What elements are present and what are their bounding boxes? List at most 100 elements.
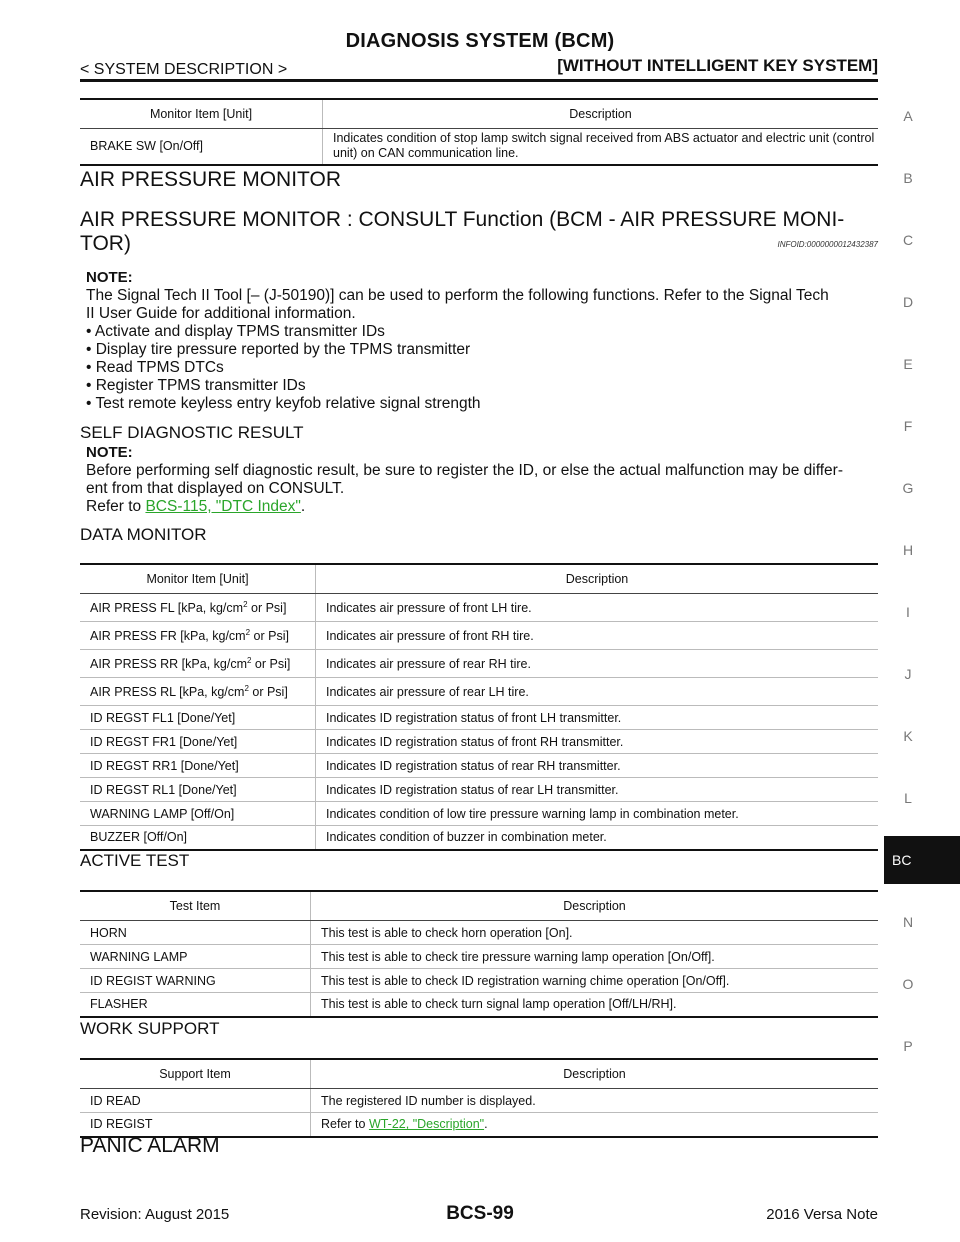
side-index-letter-c[interactable]: C bbox=[902, 232, 914, 248]
subsection-title-data-monitor: DATA MONITOR bbox=[80, 525, 207, 544]
refer-line: Refer to BCS-115, "DTC Index". bbox=[86, 498, 306, 515]
info-id: INFOID:0000000012432387 bbox=[777, 240, 878, 249]
table-row: WARNING LAMP [Off/On] Indicates conditio… bbox=[80, 801, 878, 826]
header-variant-label: [WITHOUT INTELLIGENT KEY SYSTEM] bbox=[557, 56, 878, 75]
table-cell-item: ID REGIST WARNING bbox=[80, 968, 311, 993]
side-index-letter-n[interactable]: N bbox=[902, 914, 914, 930]
side-index-tab-bc[interactable]: BC bbox=[884, 836, 960, 884]
table-cell-description: Indicates condition of low tire pressure… bbox=[315, 801, 878, 826]
table-cell-description: Indicates condition of buzzer in combina… bbox=[315, 825, 878, 851]
header-section-label: < SYSTEM DESCRIPTION > bbox=[80, 61, 288, 78]
top-monitor-table: Monitor Item [Unit] Description BRAKE SW… bbox=[80, 98, 878, 166]
table-cell-description: Indicates ID registration status of rear… bbox=[315, 753, 878, 778]
side-index-letter-l[interactable]: L bbox=[904, 790, 912, 806]
table-row: AIR PRESS RR [kPa, kg/cm2 or Psi] Indica… bbox=[80, 649, 878, 678]
col-header-description: Description bbox=[322, 98, 878, 129]
note-text-line2: II User Guide for additional information… bbox=[86, 305, 356, 322]
table-cell-item: ID REGIST bbox=[80, 1112, 311, 1138]
table-row: AIR PRESS FL [kPa, kg/cm2 or Psi] Indica… bbox=[80, 593, 878, 622]
work-support-table: Support Item Description ID READ The reg… bbox=[80, 1058, 878, 1138]
table-row: FLASHER This test is able to check turn … bbox=[80, 992, 878, 1018]
table-row: ID REGST RR1 [Done/Yet] Indicates ID reg… bbox=[80, 753, 878, 778]
table-cell-description: This test is able to check turn signal l… bbox=[310, 992, 878, 1018]
table-cell-description: Refer to WT-22, "Description". bbox=[310, 1112, 878, 1138]
list-item: • Read TPMS DTCs bbox=[86, 359, 224, 376]
section-title-air-pressure-monitor: AIR PRESSURE MONITOR bbox=[80, 168, 341, 191]
header-rule bbox=[80, 79, 878, 82]
subsection-title-active-test: ACTIVE TEST bbox=[80, 851, 190, 870]
table-cell-item: ID REGST FL1 [Done/Yet] bbox=[80, 705, 316, 730]
table-row: WARNING LAMP This test is able to check … bbox=[80, 944, 878, 969]
table-row: ID REGST FL1 [Done/Yet] Indicates ID reg… bbox=[80, 705, 878, 730]
side-index-letter-p[interactable]: P bbox=[903, 1038, 913, 1054]
note-bullet-list: • Activate and display TPMS transmitter … bbox=[86, 323, 481, 413]
table-cell-description: Indicates air pressure of front RH tire. bbox=[315, 621, 878, 650]
table-cell-description: Indicates air pressure of front LH tire. bbox=[315, 593, 878, 622]
note-label: NOTE: bbox=[86, 444, 133, 461]
side-index-letter-b[interactable]: B bbox=[903, 170, 913, 186]
table-cell-item: ID REGST FR1 [Done/Yet] bbox=[80, 729, 316, 754]
side-index-letter-k[interactable]: K bbox=[903, 728, 913, 744]
table-cell-description: This test is able to check tire pressure… bbox=[310, 944, 878, 969]
table-cell-description: The registered ID number is displayed. bbox=[310, 1088, 878, 1113]
side-index-letter-g[interactable]: G bbox=[902, 480, 914, 496]
side-index-letter-e[interactable]: E bbox=[903, 356, 913, 372]
table-cell-item: ID REGST RL1 [Done/Yet] bbox=[80, 777, 316, 802]
data-monitor-table: Monitor Item [Unit] Description AIR PRES… bbox=[80, 563, 878, 851]
table-cell-description: Indicates ID registration status of fron… bbox=[315, 705, 878, 730]
table-row: ID REGIST WARNING This test is able to c… bbox=[80, 968, 878, 993]
section-title-panic-alarm: PANIC ALARM bbox=[80, 1134, 220, 1157]
list-item: • Register TPMS transmitter IDs bbox=[86, 377, 306, 394]
col-header-description: Description bbox=[310, 1058, 878, 1089]
table-cell-description: Indicates air pressure of rear RH tire. bbox=[315, 649, 878, 678]
col-header-monitor-item: Monitor Item [Unit] bbox=[80, 98, 323, 129]
table-row: HORN This test is able to check horn ope… bbox=[80, 920, 878, 945]
side-index-letter-h[interactable]: H bbox=[902, 542, 914, 558]
table-cell-item: HORN bbox=[80, 920, 311, 945]
table-cell-item: ID READ bbox=[80, 1088, 311, 1113]
col-header-support-item: Support Item bbox=[80, 1058, 311, 1089]
table-cell-description: Indicates ID registration status of rear… bbox=[315, 777, 878, 802]
footer-revision: Revision: August 2015 bbox=[80, 1206, 230, 1223]
col-header-test-item: Test Item bbox=[80, 890, 311, 921]
wt-22-description-link[interactable]: WT-22, "Description" bbox=[368, 1117, 485, 1132]
table-cell-description: Indicates ID registration status of fron… bbox=[315, 729, 878, 754]
table-cell-item: BUZZER [Off/On] bbox=[80, 825, 316, 851]
section-title-consult-function-cont: TOR) bbox=[80, 232, 131, 255]
footer-model: 2016 Versa Note bbox=[766, 1206, 878, 1223]
list-item: • Activate and display TPMS transmitter … bbox=[86, 323, 385, 340]
side-index-letter-f[interactable]: F bbox=[903, 418, 913, 434]
list-item: • Test remote keyless entry keyfob relat… bbox=[86, 395, 481, 412]
dtc-index-link[interactable]: BCS-115, "DTC Index" bbox=[145, 498, 301, 515]
col-header-description: Description bbox=[315, 563, 878, 594]
note-text-line2: ent from that displayed on CONSULT. bbox=[86, 480, 345, 497]
table-cell-item: FLASHER bbox=[80, 992, 311, 1018]
footer-page-number: BCS-99 bbox=[446, 1203, 514, 1224]
side-index-letter-i[interactable]: I bbox=[906, 604, 910, 620]
table-cell-item: AIR PRESS FL [kPa, kg/cm2 or Psi] bbox=[80, 593, 316, 622]
table-row: ID REGIST Refer to WT-22, "Description". bbox=[80, 1112, 878, 1138]
table-cell-item: AIR PRESS RR [kPa, kg/cm2 or Psi] bbox=[80, 649, 316, 678]
active-test-table: Test Item Description HORN This test is … bbox=[80, 890, 878, 1018]
table-cell-item: WARNING LAMP bbox=[80, 944, 311, 969]
page-title: DIAGNOSIS SYSTEM (BCM) bbox=[345, 30, 615, 52]
table-cell-item: ID REGST RR1 [Done/Yet] bbox=[80, 753, 316, 778]
side-index-letter-j[interactable]: J bbox=[904, 666, 912, 682]
table-row: ID REGST RL1 [Done/Yet] Indicates ID reg… bbox=[80, 777, 878, 802]
section-title-consult-function: AIR PRESSURE MONITOR : CONSULT Function … bbox=[80, 208, 845, 231]
table-row: BUZZER [Off/On] Indicates condition of b… bbox=[80, 825, 878, 851]
table-cell-description: This test is able to check horn operatio… bbox=[310, 920, 878, 945]
table-cell-description: Indicates condition of stop lamp switch … bbox=[322, 128, 878, 166]
table-row: ID REGST FR1 [Done/Yet] Indicates ID reg… bbox=[80, 729, 878, 754]
table-row: ID READ The registered ID number is disp… bbox=[80, 1088, 878, 1113]
table-cell-item: AIR PRESS FR [kPa, kg/cm2 or Psi] bbox=[80, 621, 316, 650]
note-label: NOTE: bbox=[86, 269, 133, 286]
table-cell-item: BRAKE SW [On/Off] bbox=[80, 128, 323, 166]
col-header-monitor-item: Monitor Item [Unit] bbox=[80, 563, 316, 594]
side-index-letter-o[interactable]: O bbox=[902, 976, 914, 992]
table-row: AIR PRESS FR [kPa, kg/cm2 or Psi] Indica… bbox=[80, 621, 878, 650]
side-index-letter-d[interactable]: D bbox=[902, 294, 914, 310]
side-index-letter-a[interactable]: A bbox=[903, 108, 913, 124]
table-cell-description: Indicates air pressure of rear LH tire. bbox=[315, 677, 878, 706]
table-cell-item: AIR PRESS RL [kPa, kg/cm2 or Psi] bbox=[80, 677, 316, 706]
